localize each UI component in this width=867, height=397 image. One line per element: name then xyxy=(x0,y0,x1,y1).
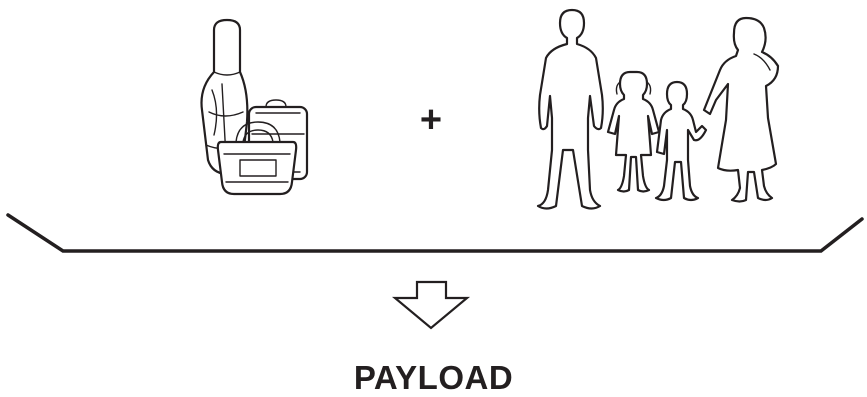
payload-label: PAYLOAD xyxy=(0,360,867,396)
girl-figure xyxy=(608,72,659,192)
passengers-illustration xyxy=(538,10,778,209)
plus-sign: + xyxy=(416,100,446,140)
father-figure xyxy=(538,10,603,209)
mother-figure xyxy=(704,18,778,202)
boy-figure xyxy=(656,82,706,200)
luggage-illustration xyxy=(202,20,308,194)
bracket-line xyxy=(8,215,862,251)
down-arrow-icon xyxy=(395,282,467,328)
